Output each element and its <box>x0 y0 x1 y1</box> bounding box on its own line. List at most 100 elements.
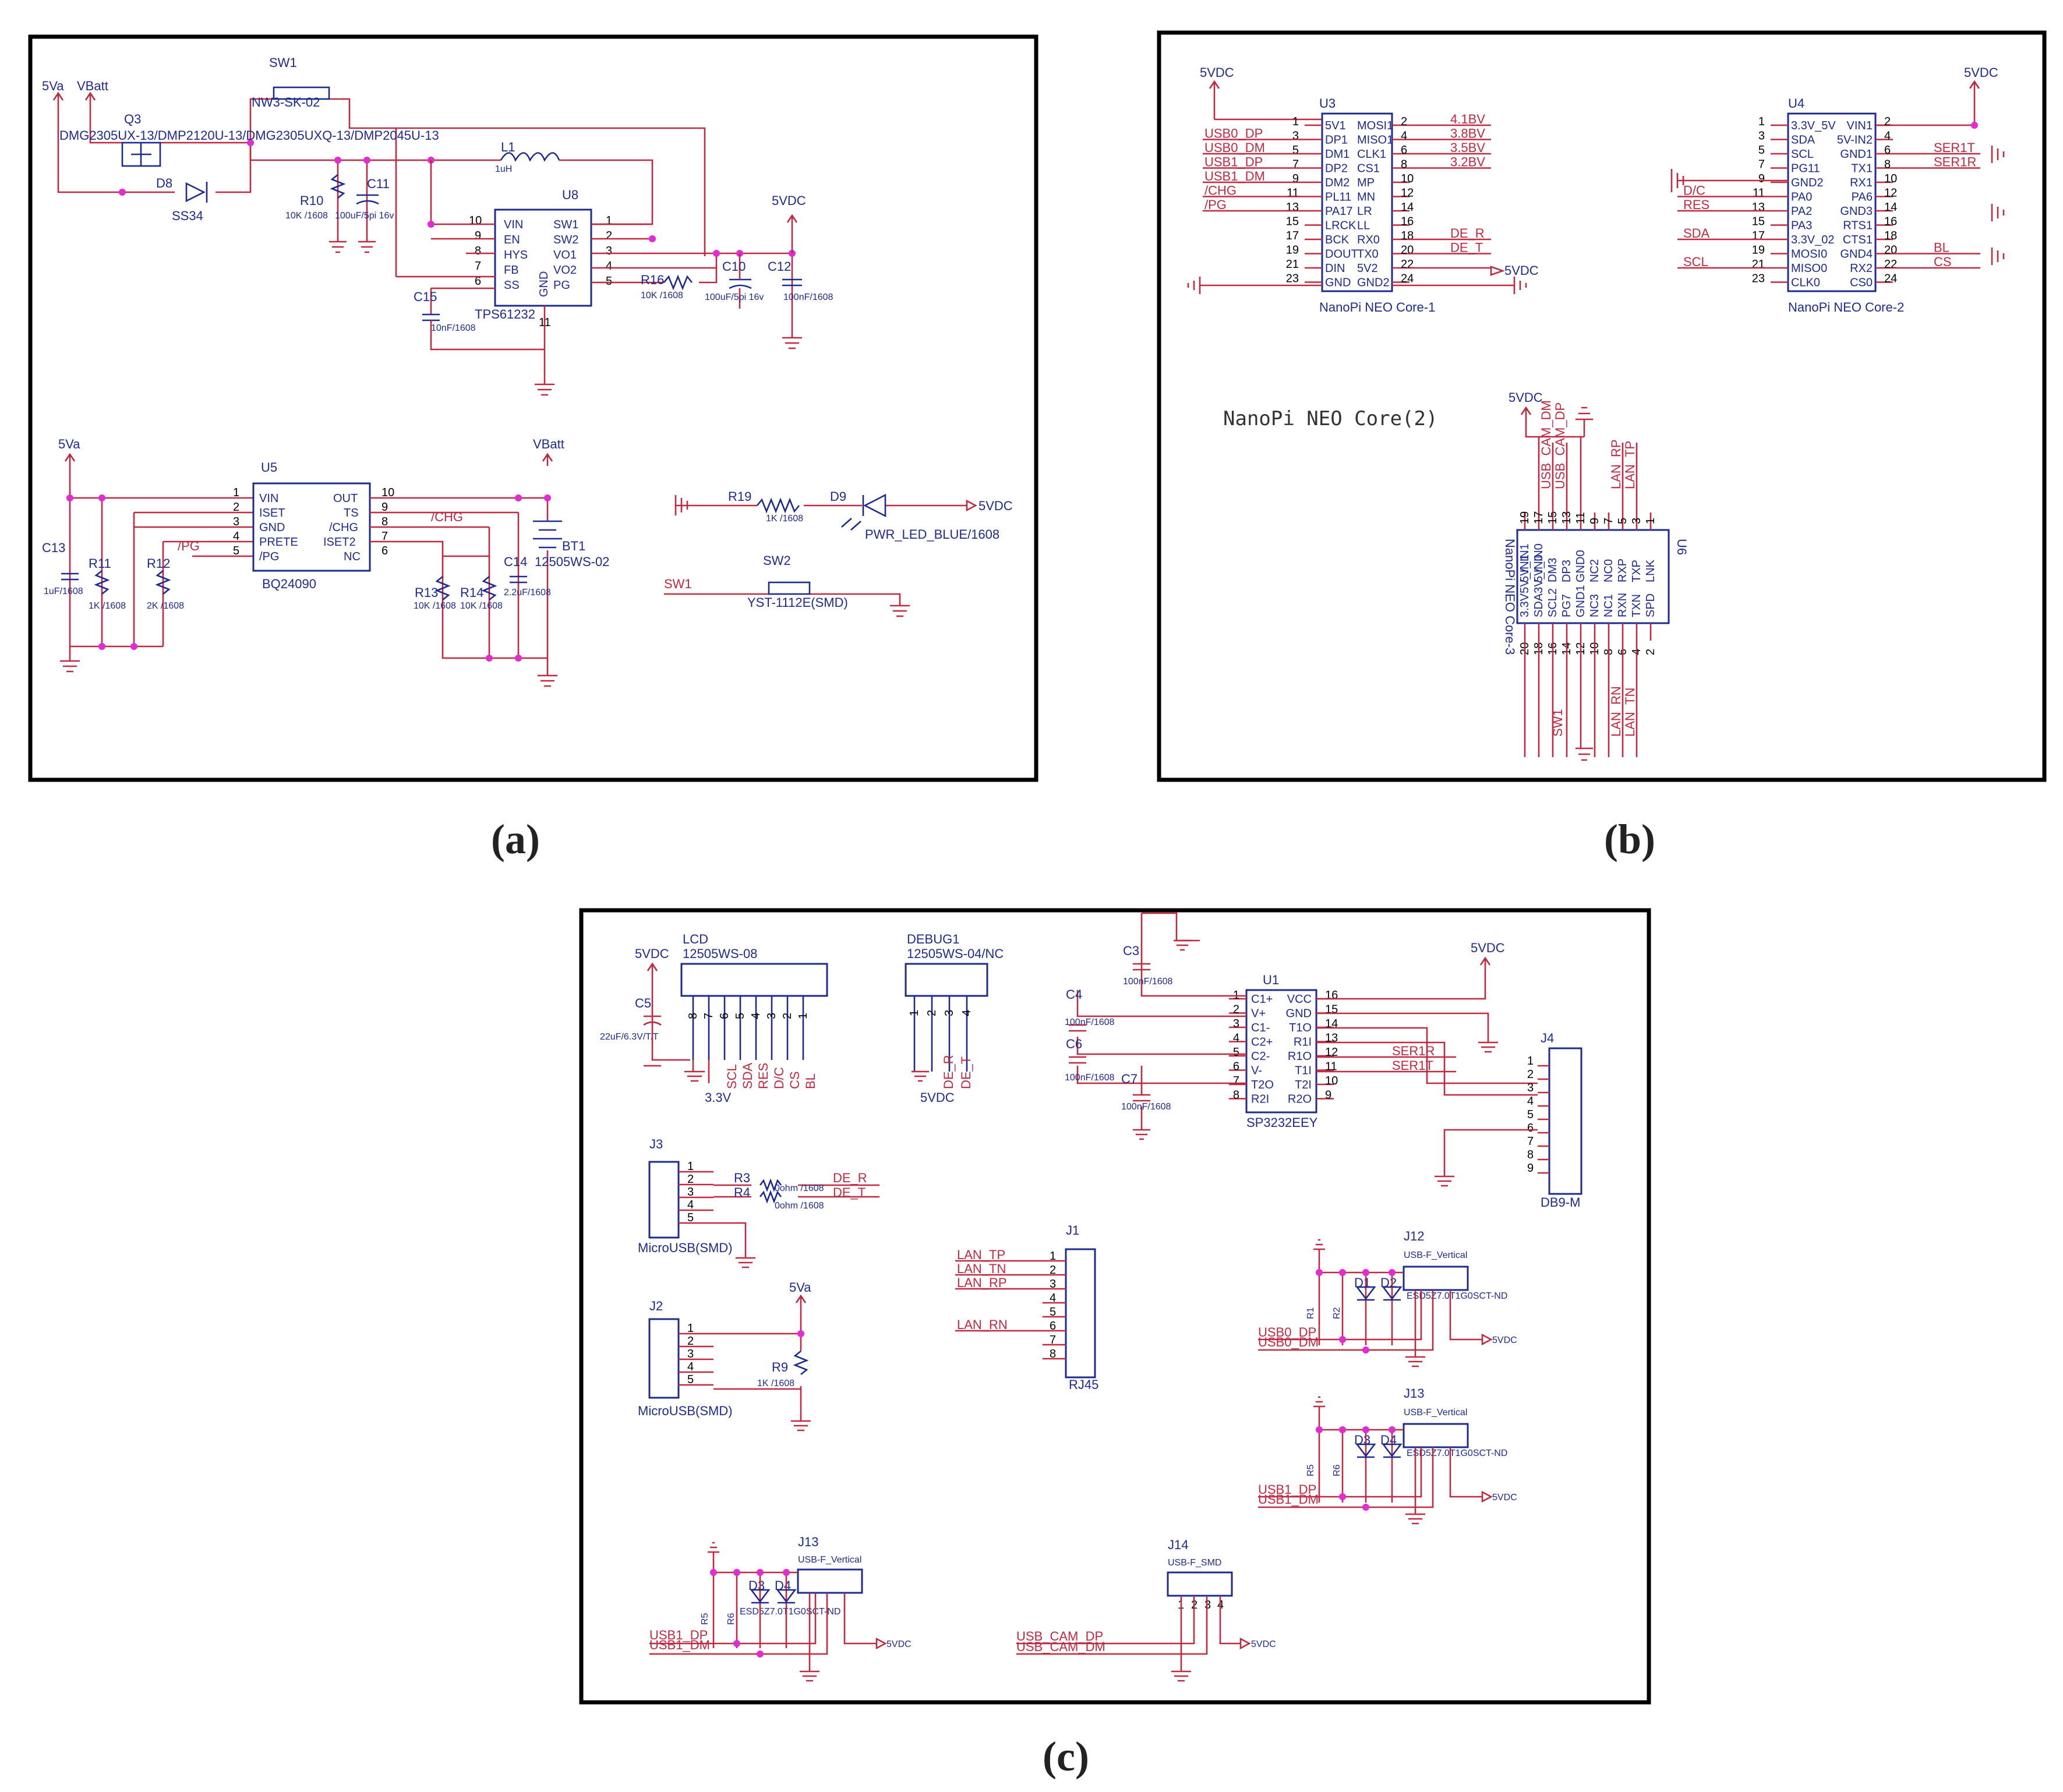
svg-text:J13: J13 <box>1404 1386 1424 1401</box>
svg-text:5VDC: 5VDC <box>1509 390 1543 405</box>
u6-pin-num-top: 17 <box>1532 511 1545 524</box>
u1-pin-num-left: 8 <box>1233 1089 1239 1102</box>
u3-pin-num-left: 17 <box>1286 229 1299 242</box>
svg-text:6: 6 <box>475 275 481 288</box>
u6-pin-name-bottom: TXP <box>1630 560 1643 582</box>
u4-pin-num-left: 9 <box>1758 172 1765 185</box>
sw1-switch: SW1 NW3-SK-02 <box>252 55 330 109</box>
svg-text:HYS: HYS <box>504 249 528 261</box>
svg-text:R5: R5 <box>700 1613 710 1625</box>
lcd-pin-num: 2 <box>781 1013 794 1019</box>
svg-text:EN: EN <box>504 234 520 246</box>
u3-pin-name-left: DOUT <box>1325 248 1358 261</box>
power-5vdc-c1: 5VDC <box>635 946 669 973</box>
u3-pin-name-right: LR <box>1357 205 1372 218</box>
svg-text:12505WS-08: 12505WS-08 <box>683 946 757 961</box>
j4-pin-num: 9 <box>1527 1162 1534 1175</box>
u4-pin-num-right: 18 <box>1884 229 1897 242</box>
svg-text:ISET2: ISET2 <box>323 536 356 549</box>
svg-text:4: 4 <box>606 260 612 273</box>
r4-resistor: R4 0ohm /1608 <box>734 1185 824 1211</box>
svg-text:/PG: /PG <box>259 550 279 563</box>
j1-pin-num: 6 <box>1050 1320 1056 1332</box>
svg-text:3: 3 <box>606 245 612 257</box>
u1-pin-num-left: 3 <box>1233 1017 1239 1030</box>
u6-pin-num-top: 7 <box>1602 518 1615 524</box>
svg-text:D8: D8 <box>156 176 172 190</box>
j1-pin-num: 2 <box>1050 1264 1056 1277</box>
svg-text:J2: J2 <box>649 1299 663 1313</box>
svg-text:SP3232EEY: SP3232EEY <box>1246 1115 1318 1130</box>
svg-text:R10: R10 <box>300 193 323 208</box>
u1-pin-num-right: 14 <box>1325 1017 1338 1030</box>
u3-pin-num-left: 7 <box>1292 158 1299 171</box>
svg-text:1K /1608: 1K /1608 <box>89 601 126 611</box>
u3-ic: U3 NanoPi NEO Core-1 <box>1319 96 1435 314</box>
j1-pin-num: 1 <box>1050 1250 1056 1263</box>
svg-text:USB1_DM: USB1_DM <box>649 1638 710 1652</box>
svg-text:9: 9 <box>475 229 481 242</box>
u3-pin-num-right: 16 <box>1401 215 1414 228</box>
lcd-pin-num: 7 <box>702 1013 715 1019</box>
svg-text:USB-F_SMD: USB-F_SMD <box>1168 1558 1221 1568</box>
c14-capacitor: C14 2.2uF/1608 <box>504 554 551 598</box>
svg-text:USB_CAM_DM: USB_CAM_DM <box>1016 1639 1105 1654</box>
svg-text:J4: J4 <box>1541 1031 1554 1045</box>
u1-pin-name-right: R2O <box>1288 1093 1312 1106</box>
j1-pin-num: 5 <box>1050 1306 1056 1319</box>
svg-text:USB1_DP: USB1_DP <box>649 1628 708 1642</box>
u4-pin-name-right: TX1 <box>1851 162 1873 175</box>
lcd-pin-num: 1 <box>797 1013 810 1019</box>
j4-pin-num: 8 <box>1527 1148 1534 1161</box>
u3-pin-name-right: MP <box>1357 176 1375 189</box>
net-de-r-c: DE_R <box>833 1171 867 1185</box>
debug-pin-num: 2 <box>925 1010 938 1016</box>
u4-pin-name-left: PA3 <box>1791 220 1812 232</box>
j3-pin-num: 3 <box>687 1186 694 1199</box>
u6-pin-name-bottom: RXP <box>1616 559 1629 582</box>
power-5vdc-b2: 5VDC <box>1964 65 1998 125</box>
u3-pin-num-left: 11 <box>1287 187 1299 200</box>
u6-pin-num-top: 13 <box>1560 511 1573 524</box>
u4-pin-name-left: GND2 <box>1791 176 1824 189</box>
u6-pin-num-bottom: 2 <box>1644 649 1657 655</box>
svg-text:SS: SS <box>504 279 520 292</box>
u3-pin-num-left: 13 <box>1286 201 1299 214</box>
d9-led: D9 PWR_LED_BLUE/1608 <box>830 489 999 542</box>
svg-text:R12: R12 <box>147 556 170 571</box>
u3-pin-num-right: 8 <box>1401 158 1407 171</box>
u1-pin-name-left: C2- <box>1251 1050 1270 1063</box>
svg-text:VBatt: VBatt <box>533 437 564 451</box>
j3-pin-num: 2 <box>687 1173 694 1186</box>
u6-pin-name-top: SPD <box>1644 593 1657 617</box>
svg-text:J14: J14 <box>1168 1537 1188 1552</box>
svg-text:TPS61232: TPS61232 <box>475 307 535 321</box>
svg-text:GND: GND <box>538 271 550 297</box>
net-ser1r-c: SER1R <box>1392 1044 1435 1058</box>
svg-text:R9: R9 <box>772 1360 788 1374</box>
u3-pin-num-left: 9 <box>1292 172 1299 185</box>
u3-pin-name-left: 5V1 <box>1325 119 1346 132</box>
svg-text:BQ24090: BQ24090 <box>262 577 316 591</box>
u6-pin-num-top: 19 <box>1518 511 1531 524</box>
svg-text:5VDC: 5VDC <box>1964 65 1998 80</box>
svg-text:10K /1608: 10K /1608 <box>460 601 503 611</box>
j1-pin-num: 8 <box>1050 1348 1056 1360</box>
u3-pin-num-left: 3 <box>1292 130 1299 143</box>
u3-pin-name-left: DM2 <box>1325 176 1350 189</box>
j2-pin-num: 5 <box>687 1373 694 1386</box>
svg-text:5Va: 5Va <box>58 437 80 451</box>
u3-pin-name-right: CS1 <box>1357 162 1380 175</box>
c11-capacitor: C11 100uF/5pi 16v <box>335 176 394 221</box>
u6-pin-num-top: 9 <box>1588 518 1601 524</box>
j2-connector: J2 MicroUSB(SMD) <box>638 1299 733 1418</box>
svg-text:U1: U1 <box>1263 973 1279 987</box>
svg-text:7: 7 <box>381 530 388 543</box>
u1-pin-name-right: VCC <box>1287 993 1312 1006</box>
power-vbatt-a: VBatt <box>77 79 108 105</box>
u1-pin-name-right: GND <box>1286 1008 1312 1020</box>
u6-net-bottom: LAN_RN <box>1609 686 1623 737</box>
svg-text:VBatt: VBatt <box>77 79 108 93</box>
u4-pin-name-right: GND1 <box>1840 148 1873 161</box>
u3-pin-num-right: 2 <box>1401 115 1407 128</box>
